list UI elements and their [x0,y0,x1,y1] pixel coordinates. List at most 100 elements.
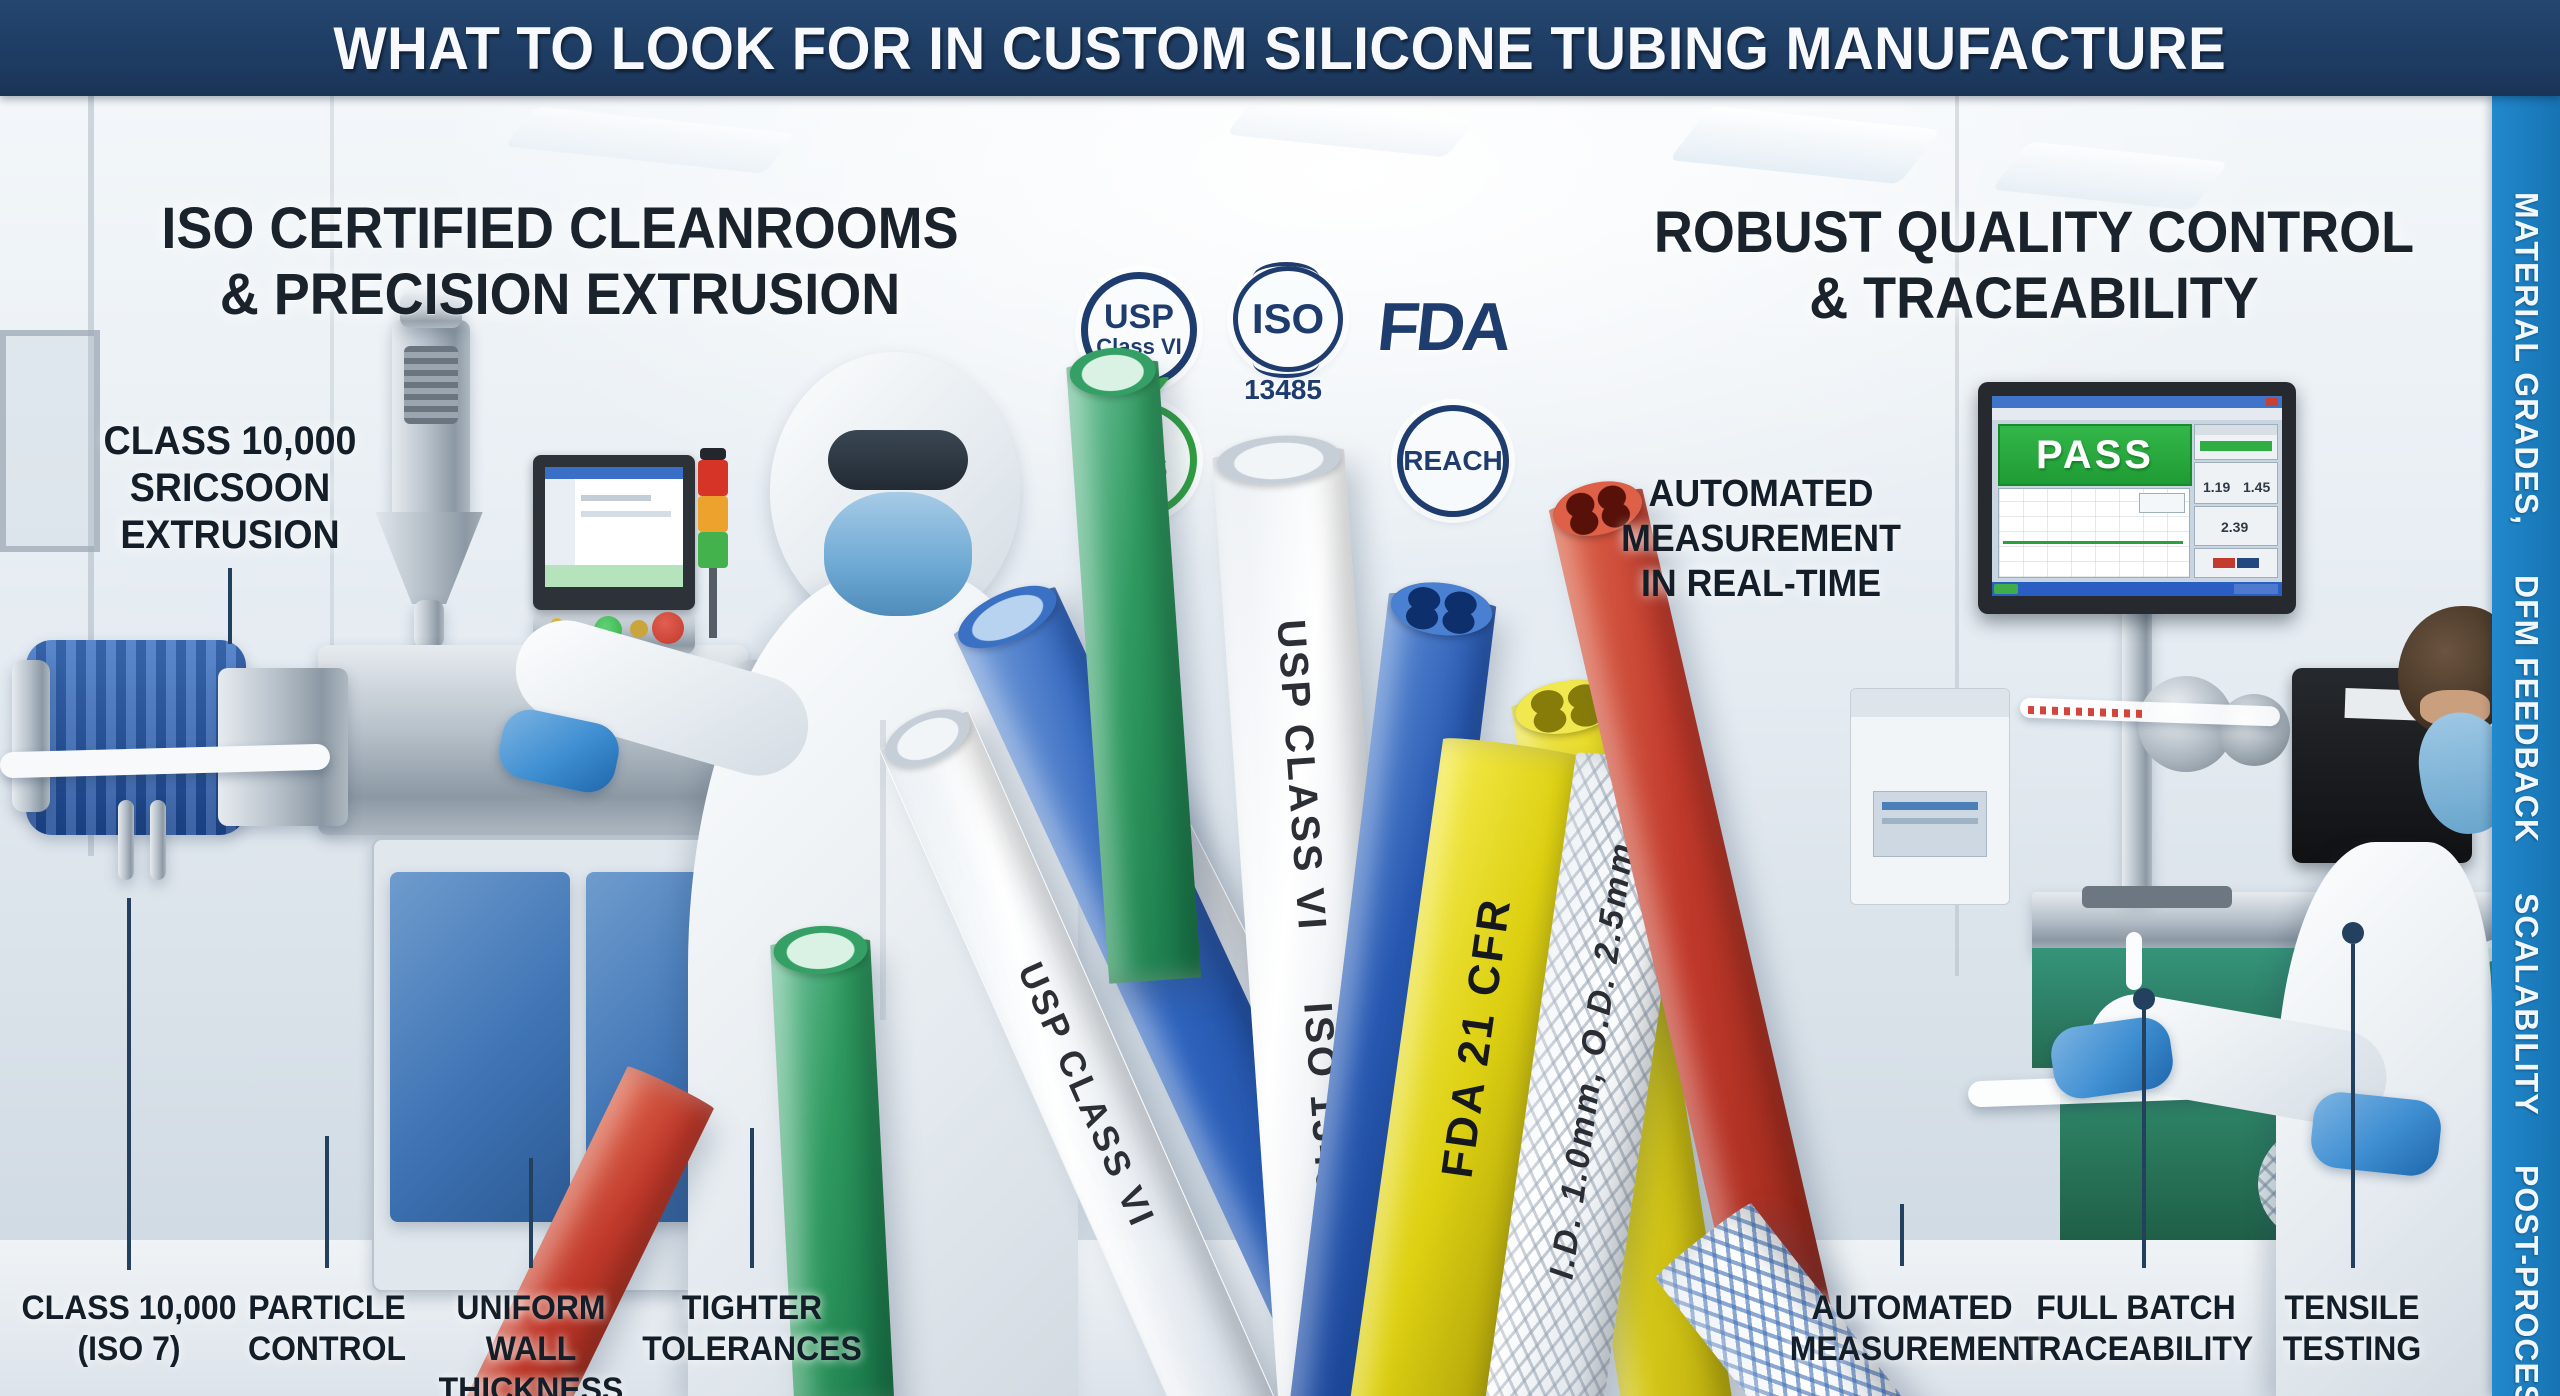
hmi-status-strip [545,565,683,587]
ceiling-light-panel [1668,105,1942,185]
right-heading-line1: ROBUST QUALITY CONTROL [1653,200,2415,265]
cleanroom-window [0,330,100,552]
tube-print-label: I.D. 1.0mm, O.D. 2.5mm [1542,838,1642,1282]
pass-banner: PASS [1998,424,2192,486]
iso-globe-arc [1253,348,1319,378]
extrusion-callout-line1: CLASS 10,000 [103,419,357,463]
qc-start-button[interactable] [1994,584,2018,594]
footer-label-line2: TRACEABILITY [2018,1329,2254,1368]
qc-logo-chip-blue [2237,558,2259,568]
qc-window-titlebar [1992,396,2282,408]
pointer-dot-tensile [2342,922,2364,944]
footer-label-line1: CLASS 10,000 [21,1289,237,1327]
ceiling-light-panel [1225,98,1475,158]
bench-instrument-box [1850,688,2010,905]
footer-label-tolerances: TIGHTER TOLERANCES [630,1288,874,1370]
qc-panel-header [2195,425,2277,435]
sidebar-item-dfm-feedback: DFM FEEDBACK [2508,574,2545,843]
footer-label-class10000: CLASS 10,000 (ISO 7) [21,1288,237,1370]
qc-logo-chip-red [2213,558,2235,568]
qc-toolbar [1992,408,2282,420]
hopper-stem [414,600,444,648]
mode-knob [630,620,648,638]
worker-goggles [828,430,968,490]
pointer-line-class10000 [127,898,131,1270]
footer-label-line2: CONTROL [247,1329,407,1368]
qc-logo-box [2194,548,2278,578]
footer-label-wall-thickness: UNIFORM WALL THICKNESS [395,1288,668,1396]
footer-label-line1: UNIFORM [456,1289,606,1327]
qc-trend-chart [1998,488,2190,578]
extrusion-callout-pointer-line [228,568,232,644]
pass-status-text: PASS [2036,432,2154,477]
pointer-line-automated [1900,1204,1904,1266]
coverall-zipper [880,720,886,1020]
tube-print-label: FDA 21 CFR [1432,894,1521,1181]
stack-light-amber [698,496,728,532]
motor-end-cap [12,660,50,812]
sidebar-item-material-grades: MATERIAL GRADES, [2508,192,2545,526]
right-sidebar: MATERIAL GRADES, DFM FEEDBACK SCALABILIT… [2492,96,2560,1396]
qc-panel-box: 2.39 [2194,506,2278,546]
stack-light-green [698,532,728,568]
pointer-line-particle [325,1136,329,1268]
automated-callout-line2: MEASUREMENT [1621,517,1901,560]
footer-label-line2: WALL THICKNESS [438,1329,624,1396]
qc-panel-box: 1.19 1.45 [2194,462,2278,504]
footer-label-automated-measurement: AUTOMATED MEASUREMENT [1789,1288,2041,1370]
stop-button [652,612,684,644]
footer-label-batch-traceability: FULL BATCH TRACEABILITY [2014,1288,2258,1370]
qc-tray [2234,584,2278,594]
stack-light-red [698,460,728,496]
qc-green-progress-bar [2200,441,2272,451]
wall-seam [1955,96,1959,976]
iso-badge-number: 13485 [1244,374,1322,405]
hmi-side-column [545,479,575,565]
footer-label-line1: AUTOMATED [1811,1289,2013,1327]
footer-label-line2: (ISO 7) [77,1329,181,1368]
footer-label-particle-control: PARTICLE CONTROL [219,1288,435,1370]
footer-label-line2: MEASUREMENT [1789,1329,2041,1368]
fda-logo: FDA [1374,289,1513,365]
tube-roller-stand [150,800,166,880]
qc-chart-trend-line [2003,541,2183,544]
footer-label-line1: FULL BATCH [2036,1289,2236,1327]
pointer-line-wall [529,1158,533,1268]
glass-wall-seam [330,96,334,656]
footer-label-line2: TESTING [2282,1329,2422,1368]
pointer-line-traceability [2142,1008,2146,1268]
monitor-stand-base [2082,886,2232,908]
glass-wall-seam [88,96,94,856]
worker-face-mask [824,492,972,616]
usp-badge-text: USP [1104,297,1174,336]
instrument-display [1873,791,1987,857]
qc-chart-legend [2139,493,2185,513]
right-section-heading: ROBUST QUALITY CONTROL & TRACEABILITY [1625,200,2443,332]
pointer-line-tolerances [750,1128,754,1268]
page-title: WHAT TO LOOK FOR IN CUSTOM SILICONE TUBI… [333,14,2227,82]
sidebar-item-scalability: SCALABILITY [2508,892,2545,1116]
qc-close-button[interactable] [2266,398,2278,406]
stack-light-pole [709,568,717,638]
instrument-top [1851,689,2009,717]
automated-callout-line1: AUTOMATED [1648,473,1874,515]
footer-label-line2: TOLERANCES [642,1329,862,1368]
qc-taskbar [1992,582,2282,596]
hmi-titlebar [545,467,683,479]
qc-readout-left: 1.19 [2203,479,2231,495]
sidebar-vertical-text: MATERIAL GRADES, DFM FEEDBACK SCALABILIT… [2508,192,2545,1396]
left-heading-line1: ISO CERTIFIED CLEANROOMS [161,196,959,261]
right-heading-line2: & TRACEABILITY [1809,266,2259,332]
cabinet-door [390,872,570,1222]
reach-badge-text: REACH [1403,445,1503,476]
hmi-text-line [581,511,671,517]
title-banner: WHAT TO LOOK FOR IN CUSTOM SILICONE TUBI… [0,0,2560,96]
sidebar-item-post-processing: POST-PROCESSING [2508,1165,2545,1396]
extrusion-callout-line2: SRICSOON [129,466,331,511]
left-section-heading: ISO CERTIFIED CLEANROOMS & PRECISION EXT… [142,196,979,328]
automated-measurement-callout: AUTOMATED MEASUREMENT IN REAL-TIME [1606,472,1916,606]
stack-light-cap [700,448,726,460]
footer-label-line1: TIGHTER [681,1289,823,1327]
pointer-line-tensile [2351,944,2355,1268]
